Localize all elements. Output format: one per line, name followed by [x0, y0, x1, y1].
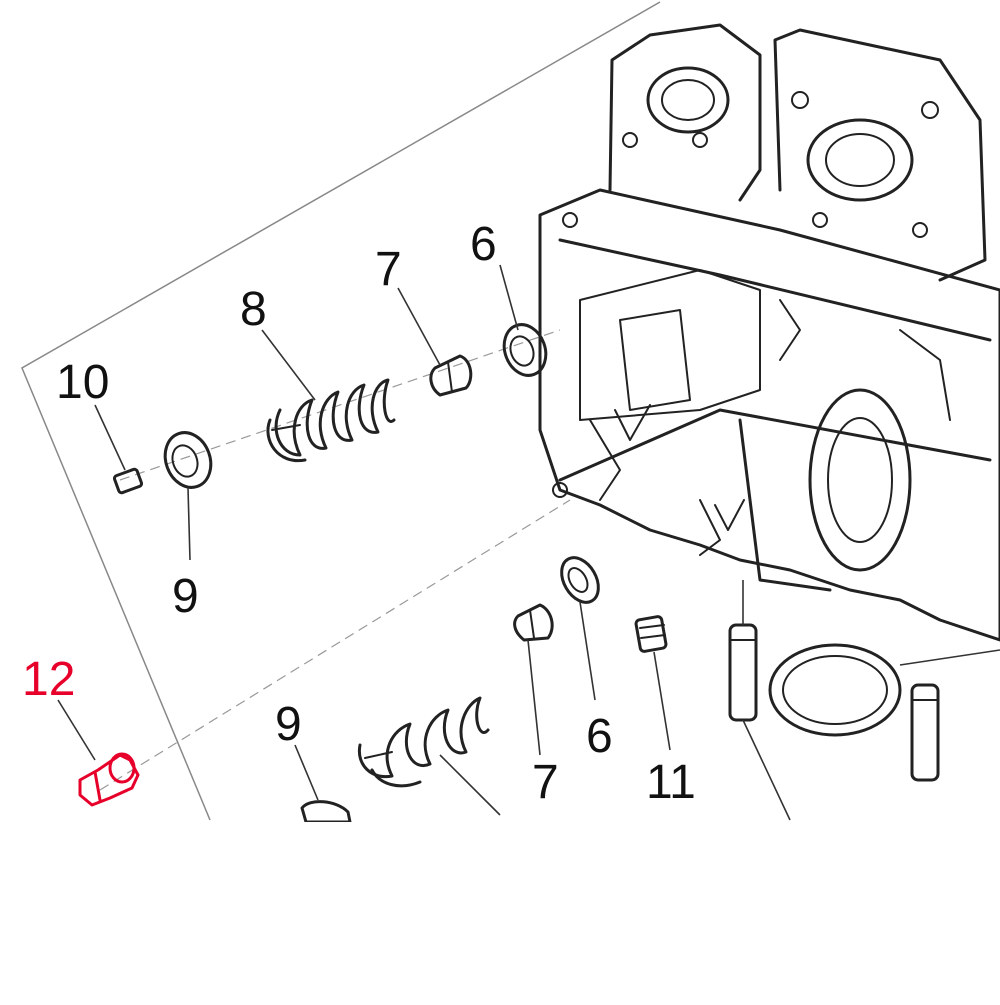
part-9-retainer-upper	[163, 431, 213, 489]
callout-6-upper: 6	[470, 218, 497, 271]
part-6-washer-lower	[560, 556, 600, 604]
blank-bottom-area	[0, 822, 1000, 1000]
part-8-spring-lower	[357, 696, 490, 788]
callout-8-upper: 8	[240, 283, 267, 336]
diagram-frame	[21, 1, 661, 821]
part-7-seal-upper	[429, 354, 473, 397]
leader-lines	[57, 264, 671, 816]
callout-11: 11	[646, 756, 696, 809]
part-12-valve-highlighted	[78, 752, 140, 807]
o-ring	[768, 643, 902, 737]
dowel-pin-right	[910, 683, 940, 782]
part-9-retainer-lower	[300, 800, 352, 824]
callout-6-lower: 6	[586, 710, 613, 763]
callout-10: 10	[56, 356, 109, 409]
callout-9-upper: 9	[172, 570, 199, 623]
cylinder-head	[538, 23, 1000, 642]
callout-7-upper: 7	[375, 243, 402, 296]
callout-labels: 6 7 8 10 9 12 9 7 6 11	[22, 218, 696, 809]
part-8-spring-upper	[266, 378, 396, 463]
callout-12: 12	[22, 653, 75, 706]
assembly-axis-lines	[99, 329, 571, 791]
part-6-washer-upper	[502, 323, 548, 377]
lower-leader-lines	[742, 580, 1000, 821]
callout-9-lower: 9	[275, 698, 302, 751]
part-10-keeper	[112, 467, 144, 495]
callout-7-lower: 7	[532, 756, 559, 809]
dowel-pin-left	[728, 623, 758, 722]
part-7-seal-lower	[513, 603, 554, 642]
part-11-spacer	[634, 615, 668, 653]
